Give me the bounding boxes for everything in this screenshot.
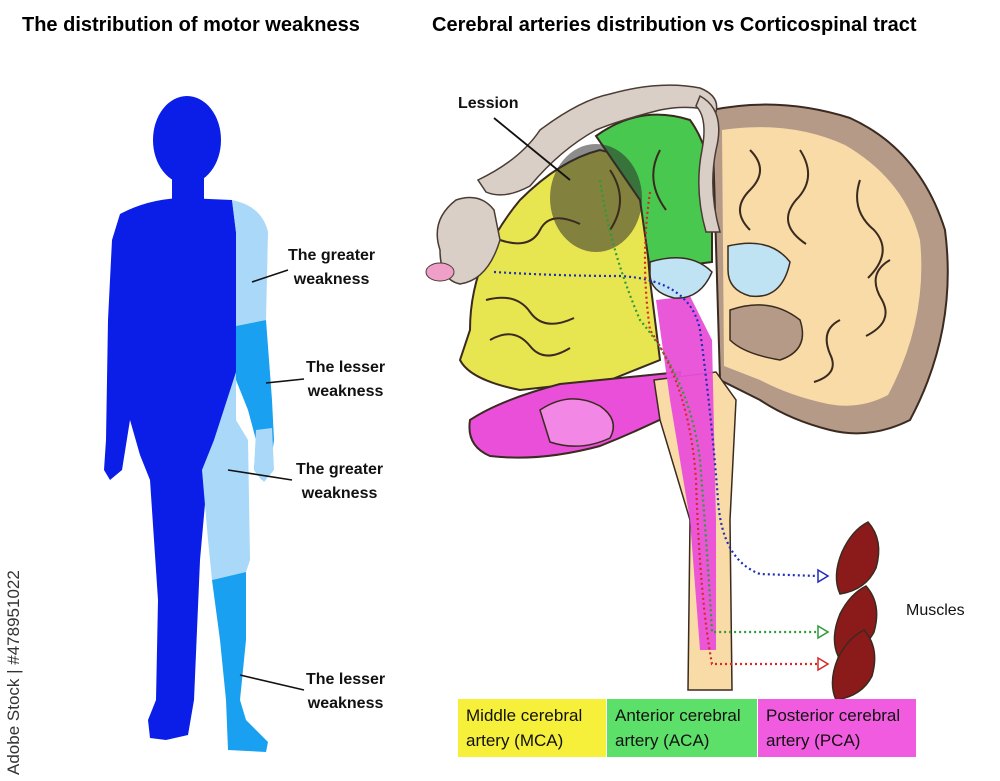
- lesion-area: [550, 144, 642, 252]
- body-head: [153, 96, 221, 184]
- legend-mca-line1: Middle cerebral: [466, 706, 583, 725]
- legend-pca: Posterior cerebral artery (PCA): [758, 699, 916, 757]
- body-neck: [172, 176, 204, 202]
- label-arm-upper-line1: The greater: [288, 247, 376, 264]
- watermark-text: Adobe Stock | #478951022: [4, 570, 23, 775]
- muscle-icons: [831, 521, 880, 701]
- tract-green: [598, 179, 818, 634]
- label-arm-lower-line2: weakness: [307, 383, 384, 400]
- legend-mca: Middle cerebral artery (MCA): [458, 699, 606, 757]
- lesion-label: Lession: [458, 95, 519, 112]
- muscle-1: [835, 521, 880, 595]
- legend-mca-line2: artery (MCA): [466, 731, 564, 750]
- label-arm-upper: The greater weakness: [288, 244, 375, 292]
- body-leg-upper: [202, 372, 250, 580]
- body-figure: [104, 96, 305, 752]
- right-ventricle: [727, 242, 791, 298]
- label-arm-upper-line2: weakness: [293, 271, 370, 288]
- label-leg-lower-line1: The lesser: [306, 671, 386, 688]
- pointer-leg-lower: [239, 674, 305, 691]
- homunculus-leg: [695, 94, 721, 233]
- legend-pca-line1: Posterior cerebral: [766, 706, 901, 725]
- lesion-pointer: [493, 117, 571, 181]
- tract-blue: [493, 270, 819, 578]
- muscles-label: Muscles: [906, 602, 965, 619]
- stock-watermark: Adobe Stock | #478951022: [2, 540, 28, 775]
- body-arm-upper: [232, 200, 268, 326]
- left-title: The distribution of motor weakness: [22, 14, 360, 36]
- homunculus-head: [436, 196, 501, 285]
- homunculus-tongue: [425, 262, 455, 282]
- label-leg-upper: The greater weakness: [296, 458, 383, 506]
- label-leg-lower: The lesser weakness: [306, 668, 385, 716]
- tract-red: [643, 191, 818, 666]
- pointer-leg-upper: [227, 469, 293, 481]
- pointer-arm-upper: [251, 269, 289, 283]
- legend-aca: Anterior cerebral artery (ACA): [607, 699, 757, 757]
- left-ventricle: [649, 257, 713, 299]
- right-title: Cerebral arteries distribution vs Cortic…: [432, 14, 917, 36]
- legend-aca-line1: Anterior cerebral: [615, 706, 741, 725]
- pointer-arm-lower: [265, 378, 305, 384]
- label-arm-lower: The lesser weakness: [306, 356, 385, 404]
- body-torso-left: [104, 198, 236, 740]
- label-leg-lower-line2: weakness: [307, 695, 384, 712]
- legend-aca-line2: artery (ACA): [615, 731, 710, 750]
- pca-stripe: [656, 296, 716, 650]
- label-leg-upper-line1: The greater: [296, 461, 384, 478]
- legend-pca-line2: artery (PCA): [766, 731, 861, 750]
- brain-diagram: [425, 84, 949, 701]
- body-leg-lower: [212, 572, 268, 752]
- body-hand: [254, 428, 274, 482]
- label-leg-upper-line2: weakness: [301, 485, 378, 502]
- label-arm-lower-line1: The lesser: [306, 359, 386, 376]
